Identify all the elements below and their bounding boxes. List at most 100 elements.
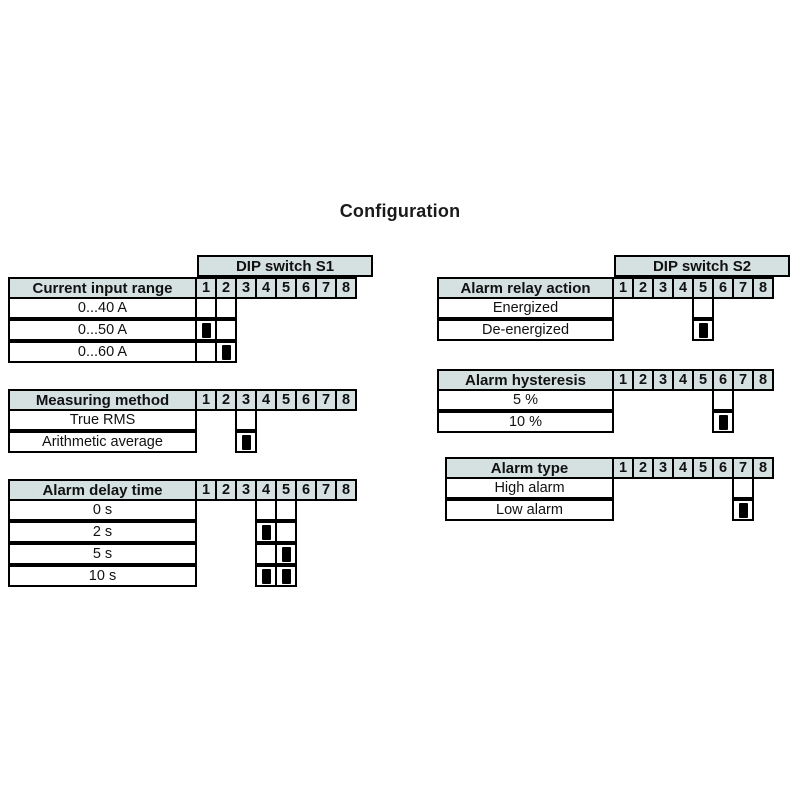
- switch-cell-6[interactable]: [712, 411, 734, 433]
- row-label: 5 s: [8, 543, 197, 565]
- switch-column-header-1: 1: [612, 369, 634, 391]
- switch-cell-spacer-8: [752, 477, 774, 499]
- switch-column-header-8: 8: [752, 457, 774, 479]
- switch-cell-spacer-2: [215, 565, 237, 587]
- switch-cell-spacer-8: [335, 431, 357, 453]
- switch-cell-spacer-3: [235, 341, 257, 363]
- switch-cell-spacer-8: [752, 499, 774, 521]
- switch-column-header-4: 4: [255, 277, 277, 299]
- switch-cell-5[interactable]: [692, 297, 714, 319]
- switch-cell-7[interactable]: [732, 499, 754, 521]
- switch-cell-spacer-6: [712, 319, 734, 341]
- switch-column-header-6: 6: [712, 457, 734, 479]
- switch-cell-spacer-2: [632, 499, 654, 521]
- switch-cell-spacer-4: [255, 431, 277, 453]
- switch-cell-spacer-2: [215, 409, 237, 431]
- switch-cell-spacer-3: [235, 565, 257, 587]
- switch-cell-spacer-6: [295, 521, 317, 543]
- switch-cell-spacer-4: [672, 319, 694, 341]
- switch-cell-5[interactable]: [275, 499, 297, 521]
- switch-cell-4[interactable]: [255, 499, 277, 521]
- switch-cell-spacer-8: [335, 297, 357, 319]
- switch-cell-spacer-8: [335, 499, 357, 521]
- switch-cell-2[interactable]: [215, 341, 237, 363]
- switch-cell-spacer-1: [195, 499, 217, 521]
- switch-cell-spacer-4: [255, 341, 277, 363]
- switch-cell-spacer-1: [612, 319, 634, 341]
- switch-cell-spacer-6: [712, 499, 734, 521]
- switch-cell-spacer-2: [632, 477, 654, 499]
- switch-cell-spacer-1: [195, 565, 217, 587]
- switch-cell-4[interactable]: [255, 521, 277, 543]
- table-row: Arithmetic average: [8, 431, 357, 455]
- switch-cell-spacer-1: [612, 499, 634, 521]
- switch-column-header-2: 2: [632, 457, 654, 479]
- switch-cell-spacer-3: [235, 499, 257, 521]
- switch-cell-2[interactable]: [215, 319, 237, 341]
- switch-cell-spacer-2: [632, 389, 654, 411]
- switch-column-header-2: 2: [632, 277, 654, 299]
- switch-cell-spacer-3: [652, 499, 674, 521]
- column-header-label: Alarm relay action: [437, 277, 614, 299]
- switch-column-header-3: 3: [652, 457, 674, 479]
- switch-cell-3[interactable]: [235, 431, 257, 453]
- column-header-label: Alarm type: [445, 457, 614, 479]
- switch-cell-spacer-8: [335, 409, 357, 431]
- switch-cell-spacer-4: [255, 297, 277, 319]
- switch-cell-spacer-2: [632, 319, 654, 341]
- switch-column-header-4: 4: [255, 389, 277, 411]
- row-label: De-energized: [437, 319, 614, 341]
- switch-column-header-1: 1: [195, 389, 217, 411]
- switch-column-header-8: 8: [335, 277, 357, 299]
- dip-switch-band: DIP switch S2: [614, 255, 790, 277]
- dip-switch-on-indicator: [281, 546, 291, 562]
- column-header-label: Measuring method: [8, 389, 197, 411]
- switch-cell-spacer-4: [672, 477, 694, 499]
- switch-cell-6[interactable]: [712, 389, 734, 411]
- switch-column-header-6: 6: [295, 389, 317, 411]
- switch-cell-spacer-4: [672, 411, 694, 433]
- switch-column-header-5: 5: [692, 277, 714, 299]
- switch-cell-4[interactable]: [255, 543, 277, 565]
- switch-cell-spacer-5: [692, 411, 714, 433]
- switch-cell-spacer-7: [732, 411, 754, 433]
- switch-cell-7[interactable]: [732, 477, 754, 499]
- switch-column-header-2: 2: [215, 479, 237, 501]
- switch-cell-5[interactable]: [275, 521, 297, 543]
- switch-cell-1[interactable]: [195, 341, 217, 363]
- row-label: Energized: [437, 297, 614, 319]
- switch-cell-spacer-1: [612, 477, 634, 499]
- switch-cell-spacer-6: [712, 477, 734, 499]
- switch-cell-5[interactable]: [275, 565, 297, 587]
- switch-cell-spacer-7: [315, 565, 337, 587]
- row-label: 10 s: [8, 565, 197, 587]
- switch-column-header-7: 7: [732, 277, 754, 299]
- switch-cell-spacer-3: [235, 521, 257, 543]
- switch-column-header-1: 1: [195, 479, 217, 501]
- switch-cell-spacer-6: [295, 297, 317, 319]
- switch-cell-spacer-2: [632, 297, 654, 319]
- switch-column-header-7: 7: [732, 457, 754, 479]
- row-label: 0 s: [8, 499, 197, 521]
- switch-cell-spacer-5: [692, 499, 714, 521]
- switch-cell-5[interactable]: [275, 543, 297, 565]
- switch-column-header-3: 3: [235, 389, 257, 411]
- switch-cell-2[interactable]: [215, 297, 237, 319]
- switch-cell-1[interactable]: [195, 297, 217, 319]
- switch-cell-spacer-6: [295, 341, 317, 363]
- switch-cell-5[interactable]: [692, 319, 714, 341]
- row-label: 10 %: [437, 411, 614, 433]
- switch-column-header-8: 8: [335, 389, 357, 411]
- switch-cell-spacer-5: [692, 389, 714, 411]
- switch-cell-4[interactable]: [255, 565, 277, 587]
- switch-cell-3[interactable]: [235, 409, 257, 431]
- switch-cell-spacer-4: [255, 319, 277, 341]
- table-row: Energized: [437, 297, 774, 321]
- switch-cell-1[interactable]: [195, 319, 217, 341]
- dip-switch-band: DIP switch S1: [197, 255, 373, 277]
- switch-cell-spacer-3: [652, 477, 674, 499]
- dip-switch-on-indicator: [698, 322, 708, 338]
